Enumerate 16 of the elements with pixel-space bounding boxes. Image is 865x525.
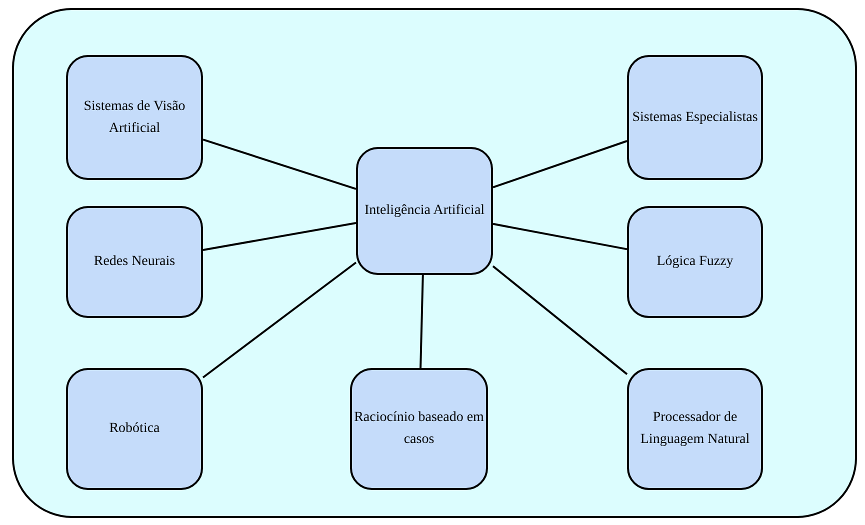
topic-box: Redes Neurais: [66, 206, 203, 318]
connector-line: [420, 274, 424, 368]
topic-box: Processador de Linguagem Natural: [627, 368, 763, 490]
topic-box: Inteligência Artificial: [356, 147, 493, 275]
connector-line: [492, 140, 628, 188]
topic-box: Lógica Fuzzy: [627, 206, 763, 318]
topic-box: Raciocínio baseado em casos: [350, 368, 488, 490]
connector-line: [202, 138, 356, 190]
topic-box: Sistemas de Visão Artificial: [66, 55, 203, 180]
connector-line: [492, 222, 628, 250]
connector-line: [492, 265, 628, 375]
connector-line: [202, 262, 357, 378]
connector-line: [202, 222, 356, 251]
container-panel: [12, 8, 857, 518]
topic-box: Robótica: [66, 368, 203, 490]
topic-box: Sistemas Especialistas: [627, 55, 763, 180]
